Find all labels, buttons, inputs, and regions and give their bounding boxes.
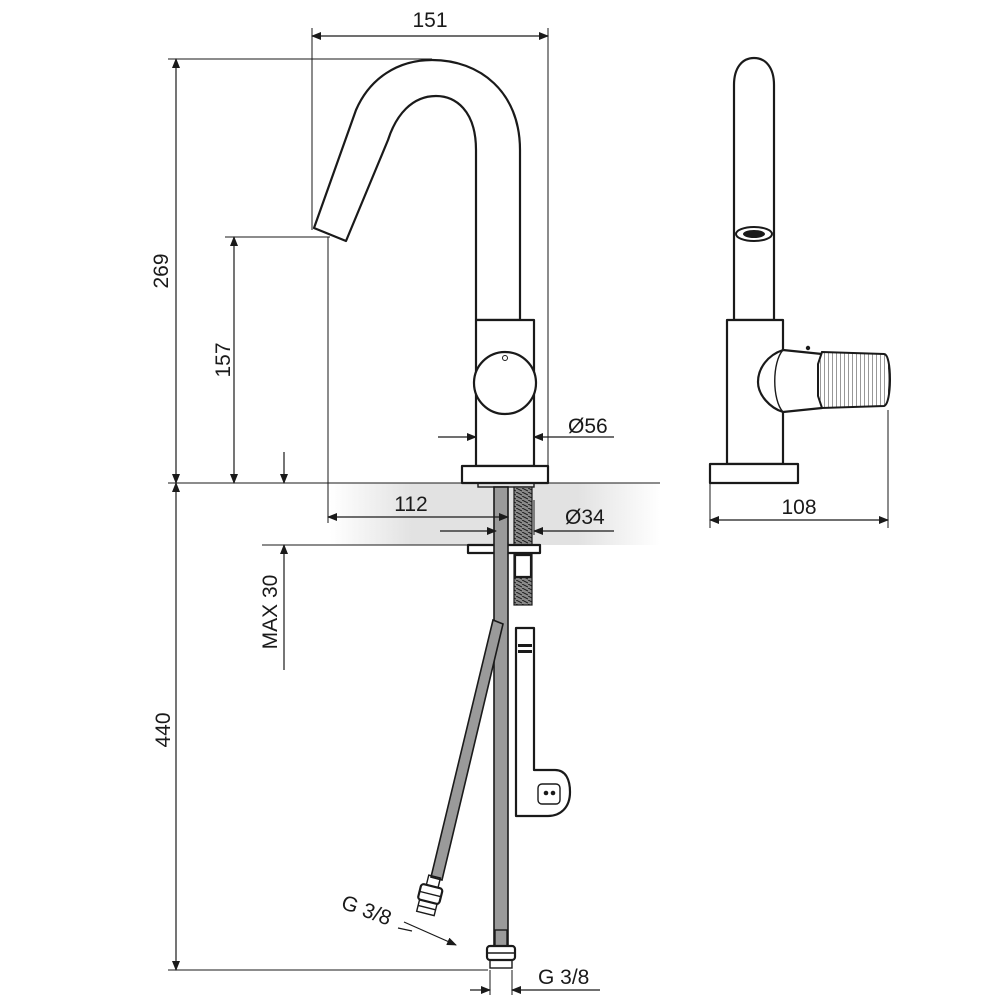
spout <box>312 58 522 322</box>
extension-lines <box>168 28 889 995</box>
dimension-lines <box>172 32 889 994</box>
side-base <box>708 462 800 485</box>
label-deck-max-30: MAX 30 <box>259 575 282 650</box>
hose-straight <box>493 486 509 948</box>
hose-bracket <box>514 626 572 818</box>
label-thread-left: G 3/8 <box>338 891 394 930</box>
left-hose-fitting <box>415 874 444 917</box>
spout-outlet <box>313 227 347 242</box>
fixing-nut <box>513 553 533 579</box>
side-spout <box>732 56 776 322</box>
lever-knob <box>472 350 538 416</box>
label-width-151: 151 <box>412 9 447 32</box>
label-hole-diameter: Ø34 <box>565 506 605 529</box>
hose-diagonal <box>430 618 504 881</box>
dim-line-g38-left-a <box>397 927 413 932</box>
faucet-side-view <box>708 56 891 485</box>
label-thread-right: G 3/8 <box>538 966 589 989</box>
label-hose-length-440: 440 <box>152 712 175 747</box>
label-height-269: 269 <box>150 253 173 288</box>
label-spout-height-157: 157 <box>212 342 235 377</box>
label-base-diameter: Ø56 <box>568 415 608 438</box>
faucet-base <box>460 464 550 485</box>
label-reach-112: 112 <box>394 493 427 516</box>
lever-dot <box>502 355 508 361</box>
label-side-depth-108: 108 <box>781 496 816 519</box>
side-lever-neck <box>756 348 824 414</box>
right-hose-fitting <box>485 929 517 969</box>
dim-line-g38-left <box>403 921 457 946</box>
side-ribbed-knob <box>817 350 891 410</box>
faucet-front-view <box>312 58 550 485</box>
under-counter-assembly <box>415 482 572 969</box>
